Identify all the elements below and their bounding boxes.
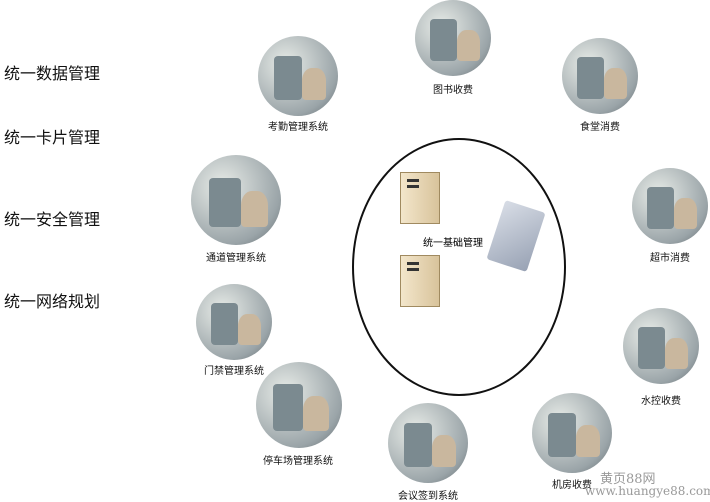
label-water-control: 水控收费 (641, 396, 681, 407)
key-server-icon (400, 255, 440, 307)
label-meeting: 会议签到系统 (398, 491, 458, 502)
label-attendance: 考勤管理系统 (268, 122, 328, 133)
label-library: 图书收费 (433, 85, 473, 96)
label-access-control: 门禁管理系统 (204, 366, 264, 377)
attendance-photo (258, 36, 338, 116)
watermark-url: www.huangye88.com (585, 484, 710, 498)
central-circle (352, 138, 566, 396)
water-control-photo (623, 308, 699, 384)
canteen-photo (562, 38, 638, 114)
label-parking: 停车场管理系统 (263, 456, 333, 467)
access-control-photo (196, 284, 272, 360)
center-label: 统一基础管理 (423, 238, 483, 249)
computer-room-photo (532, 393, 612, 473)
parking-photo (256, 362, 342, 448)
left-label-security: 统一安全管理 (4, 210, 101, 229)
gate-photo (191, 155, 281, 245)
left-label-network: 统一网络规划 (4, 292, 101, 311)
supermarket-photo (632, 168, 708, 244)
label-gate: 通道管理系统 (206, 253, 266, 264)
label-computer-room: 机房收费 (552, 480, 592, 491)
library-photo (415, 0, 491, 76)
watermark-name: 黄页88网 (600, 472, 656, 487)
label-supermarket: 超市消费 (650, 253, 690, 264)
label-canteen: 食堂消费 (580, 122, 620, 133)
left-label-card: 统一卡片管理 (4, 128, 101, 147)
database-server-icon (400, 172, 440, 224)
left-label-data: 统一数据管理 (4, 64, 101, 83)
meeting-photo (388, 403, 468, 483)
